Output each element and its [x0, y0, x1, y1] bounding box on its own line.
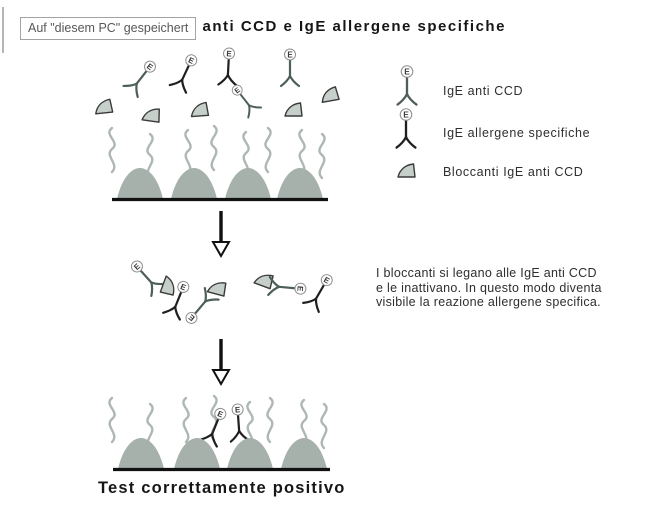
ige-anti-ccd-antibody-icon: [125, 255, 166, 298]
solid-phase-hump: [174, 438, 220, 469]
ige-allergene-specifiche-antibody-icon: [227, 402, 250, 443]
saved-on-this-pc-tooltip: Auf "diesem PC" gespeichert: [20, 17, 197, 40]
panel-positive-test: [108, 394, 330, 472]
blocker-icon: [397, 163, 416, 178]
allergen-squiggle-icon: [320, 402, 328, 450]
blocker-icon: [319, 85, 340, 103]
allergen-squiggle-icon: [298, 128, 306, 176]
window-edge-fragment: [2, 7, 4, 53]
blocker-icon: [206, 278, 228, 297]
blocking-explanation-text: I bloccanti si legano alle IgE anti CCD …: [376, 266, 648, 310]
solid-phase-hump: [277, 168, 323, 199]
allergen-squiggle-icon: [266, 396, 274, 444]
blocker-icon: [141, 106, 162, 123]
down-arrow-icon: [211, 209, 231, 258]
legend-label-ige-allergene-specifiche: IgE allergene specifiche: [443, 126, 591, 140]
test-result-caption: Test correttamente positivo: [98, 479, 346, 497]
annotation-line: I bloccanti si legano alle IgE anti CCD: [376, 266, 597, 280]
allergen-squiggle-icon: [108, 396, 116, 444]
ige-anti-ccd-antibody-icon: [396, 64, 418, 106]
ige-anti-ccd-antibody-icon: [122, 55, 162, 99]
allergen-squiggle-icon: [300, 398, 308, 446]
solid-phase-hump: [118, 438, 164, 469]
ige-anti-ccd-antibody-icon: [279, 47, 301, 88]
ige-allergene-specifiche-antibody-icon: [168, 50, 203, 94]
solid-phase-hump: [281, 438, 327, 469]
ige-allergene-specifiche-antibody-icon: [302, 269, 339, 313]
allergen-squiggle-icon: [318, 132, 326, 180]
allergen-squiggle-icon: [264, 126, 272, 174]
blocker-icon: [284, 102, 303, 117]
ige-anti-ccd-antibody-icon: [179, 286, 220, 330]
ige-anti-ccd-antibody-icon: [226, 80, 263, 119]
blocker-icon: [189, 101, 210, 118]
allergen-squiggle-icon: [184, 128, 192, 176]
down-arrow-icon: [211, 337, 231, 386]
solid-phase-hump: [117, 168, 163, 199]
ige-allergene-specifiche-antibody-icon: [395, 107, 417, 149]
legend-label-bloccanti: Bloccanti IgE anti CCD: [443, 165, 584, 179]
legend-label-ige-anti-ccd: IgE anti CCD: [443, 84, 524, 98]
allergen-squiggle-icon: [210, 124, 218, 172]
allergen-squiggle-icon: [108, 126, 116, 174]
solid-phase-hump: [171, 168, 217, 199]
ige-anti-ccd-antibody-icon: [267, 275, 308, 300]
panel-before-blocking: [93, 46, 340, 202]
legend-icons: [395, 64, 418, 178]
ige-allergene-specifiche-antibody-icon: [199, 404, 232, 448]
annotation-line: e le inattivano. In questo modo diventa: [376, 280, 602, 295]
panel-blocking-reaction: [125, 255, 339, 330]
page-title: IgE anti CCD e IgE allergene specifiche: [169, 18, 506, 35]
blocker-icon: [159, 275, 180, 298]
annotation-line: visibile la reazione allergene specifica…: [376, 295, 601, 309]
solid-phase-hump: [227, 438, 273, 469]
allergen-squiggle-icon: [182, 396, 190, 444]
solid-phase-hump: [225, 168, 271, 199]
blocker-icon: [93, 98, 114, 115]
ige-allergene-specifiche-antibody-icon: [217, 46, 240, 87]
